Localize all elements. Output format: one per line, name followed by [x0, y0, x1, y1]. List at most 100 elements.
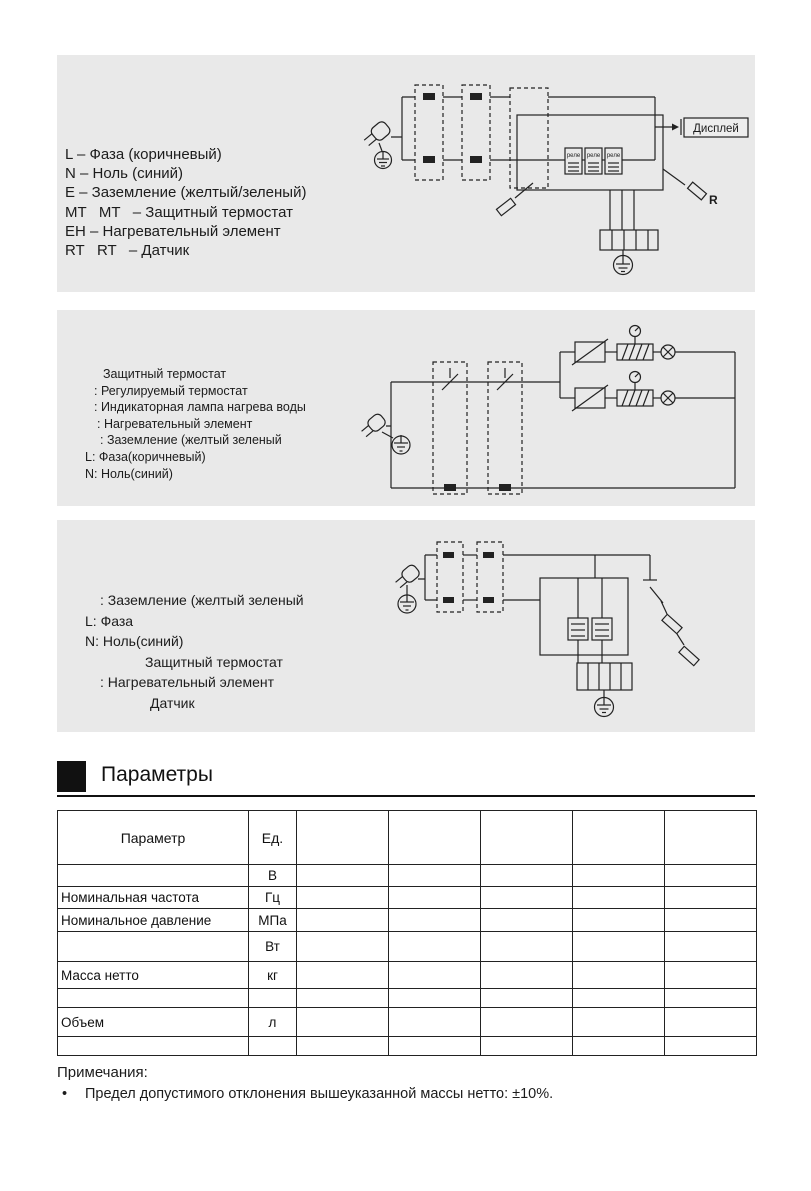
- value-cell: [388, 908, 481, 932]
- header-model-cell: [664, 810, 757, 865]
- section-title: Параметры: [101, 763, 213, 786]
- value-cell: [664, 961, 757, 989]
- legend-line: Защитный термостат: [145, 653, 283, 670]
- wiring-legend-3: : Заземление (желтый зеленый L: Фаза N: …: [85, 590, 304, 714]
- thermostat-dial-icon: [628, 370, 642, 390]
- param-cell: Масса нетто: [57, 961, 249, 989]
- table-header-row: Параметр Ед.: [57, 810, 757, 865]
- sensor-connector-icon: [661, 613, 683, 635]
- unit-cell: л: [248, 1007, 297, 1037]
- value-cell: [664, 1007, 757, 1037]
- value-cell: [572, 864, 665, 887]
- value-cell: [664, 931, 757, 962]
- thermostat-dial-icon: [628, 324, 642, 344]
- param-cell: [57, 988, 249, 1008]
- ground-icon: [612, 250, 634, 276]
- power-plug-icon: [361, 413, 386, 438]
- legend-line: E – Заземление (желтый/зеленый): [65, 184, 307, 202]
- wiring-panel-3: : Заземление (желтый зеленый L: Фаза N: …: [57, 520, 755, 732]
- indicator-lamp-icon: [660, 344, 676, 360]
- value-cell: [296, 1036, 389, 1056]
- wires: [386, 351, 736, 489]
- wiring-diagram-2: [361, 324, 736, 495]
- table-row: [57, 988, 757, 1008]
- note-item: •Предел допустимого отклонения вышеуказа…: [62, 1086, 553, 1102]
- ground-icon: [381, 431, 411, 455]
- legend-line: : Нагревательный элемент: [100, 674, 275, 691]
- value-cell: [480, 886, 573, 909]
- legend-line: L: Фаза: [85, 612, 134, 629]
- power-plug-icon: [395, 564, 420, 589]
- section-marker-square: [57, 761, 86, 792]
- value-cell: [480, 961, 573, 989]
- switch-icon: [643, 555, 664, 604]
- table-row: Вт: [57, 931, 757, 962]
- value-cell: [664, 1036, 757, 1056]
- ground-icon: [397, 585, 417, 614]
- thermostat-dashed-box: [487, 361, 523, 495]
- heating-element: [576, 662, 633, 691]
- heating-element: [599, 229, 659, 251]
- param-cell: [57, 864, 249, 887]
- param-cell: Номинальное давление: [57, 908, 249, 932]
- value-cell: [664, 886, 757, 909]
- header-model-cell: [296, 810, 389, 865]
- value-cell: [664, 864, 757, 887]
- wires: [391, 96, 656, 230]
- header-model-cell: [480, 810, 573, 865]
- legend-line: N: Ноль(синий): [85, 633, 184, 650]
- legend-line: Датчик: [150, 694, 195, 711]
- param-cell: [57, 1036, 249, 1056]
- unit-cell: МПа: [248, 908, 297, 932]
- safety-thermostat-box: [414, 84, 444, 181]
- legend-line: L: Фаза(коричневый): [85, 449, 206, 464]
- sensor-connector-icon: [678, 645, 700, 667]
- table-row: Номинальная частота Гц: [57, 886, 757, 909]
- value-cell: [296, 886, 389, 909]
- value-cell: [572, 908, 665, 932]
- value-cell: [296, 988, 389, 1008]
- value-cell: [388, 1036, 481, 1056]
- value-cell: [388, 1007, 481, 1037]
- relay-label: реле: [567, 153, 581, 159]
- wires: [418, 554, 685, 663]
- value-cell: [480, 1007, 573, 1037]
- display-arrow-icon: [655, 119, 682, 135]
- parameters-table: Параметр Ед. В Номинальная частота Гц: [57, 810, 757, 1056]
- sensor-dashed-box: [509, 87, 549, 189]
- wiring-diagram-3: [395, 541, 700, 718]
- heating-element-hatched: [616, 389, 654, 407]
- table-row: Объем л: [57, 1007, 757, 1037]
- relay-box: [604, 147, 623, 175]
- legend-line: N: Ноль(синий): [85, 466, 173, 481]
- value-cell: [296, 1007, 389, 1037]
- unit-cell: [248, 1036, 297, 1056]
- wiring-panel-2: Защитный термостат : Регулируемый термос…: [57, 310, 755, 506]
- value-cell: [572, 988, 665, 1008]
- value-cell: [296, 908, 389, 932]
- unit-cell: Гц: [248, 886, 297, 909]
- legend-line: : Индикаторная лампа нагрева воды: [94, 400, 306, 415]
- control-board-box: [516, 114, 664, 191]
- sensor-connector-icon: [495, 197, 517, 217]
- unit-cell: Вт: [248, 931, 297, 962]
- power-plug-icon: [363, 121, 391, 147]
- value-cell: [664, 988, 757, 1008]
- thermostat-dashed-box: [432, 361, 468, 495]
- value-cell: [572, 961, 665, 989]
- r-label: R: [709, 193, 718, 207]
- legend-line: EH – Нагревательный элемент: [65, 222, 281, 240]
- wiring-legend-1: L – Фаза (коричневый) N – Ноль (синий) E…: [65, 145, 306, 260]
- value-cell: [388, 988, 481, 1008]
- notes-heading: Примечания:: [57, 1064, 148, 1081]
- value-cell: [388, 931, 481, 962]
- header-model-cell: [388, 810, 481, 865]
- value-cell: [388, 886, 481, 909]
- display-box: [683, 117, 749, 138]
- legend-line: MT MT – Защитный термостат: [65, 203, 294, 221]
- table-row: Масса нетто кг: [57, 961, 757, 989]
- safety-thermostat-box: [436, 541, 464, 613]
- legend-line: : Регулируемый термостат: [94, 383, 248, 398]
- param-cell: [57, 931, 249, 962]
